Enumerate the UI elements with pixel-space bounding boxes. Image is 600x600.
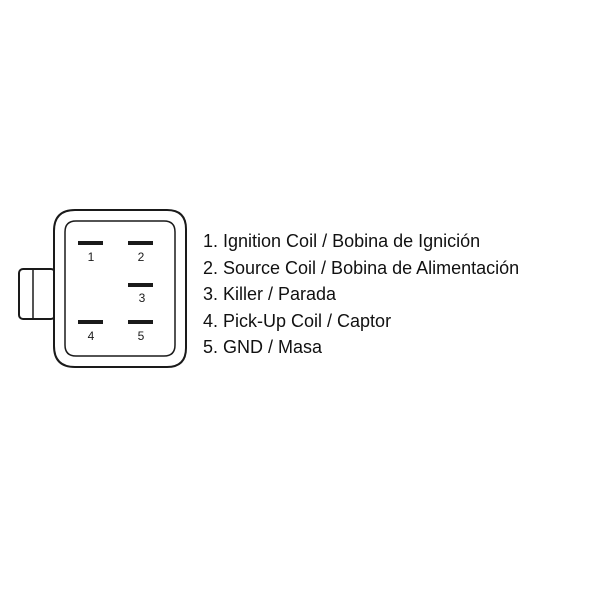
legend-item-pin-1: 1. Ignition Coil / Bobina de Ignición <box>203 231 481 251</box>
legend-item-pin-3: 3. Killer / Parada <box>203 284 337 304</box>
connector-housing-inner <box>64 220 176 357</box>
connector-latch <box>18 268 56 320</box>
pin-4-terminal <box>78 320 103 324</box>
pin-5-number: 5 <box>138 329 145 343</box>
pin-legend: 1. Ignition Coil / Bobina de Ignición 2.… <box>203 228 519 361</box>
connector-housing-outer <box>53 209 187 368</box>
pin-5-terminal <box>128 320 153 324</box>
legend-item-pin-5: 5. GND / Masa <box>203 337 323 357</box>
pin-1-terminal <box>78 241 103 245</box>
pin-1-number: 1 <box>88 250 95 264</box>
pin-3-number: 3 <box>139 291 146 305</box>
pin-4-number: 4 <box>88 329 95 343</box>
legend-item-pin-4: 4. Pick-Up Coil / Captor <box>203 310 392 331</box>
pin-3-terminal <box>128 283 153 287</box>
legend-item-pin-2: 2. Source Coil / Bobina de Alimentación <box>203 257 520 278</box>
pin-2-terminal <box>128 241 153 245</box>
pin-2-number: 2 <box>138 250 145 264</box>
